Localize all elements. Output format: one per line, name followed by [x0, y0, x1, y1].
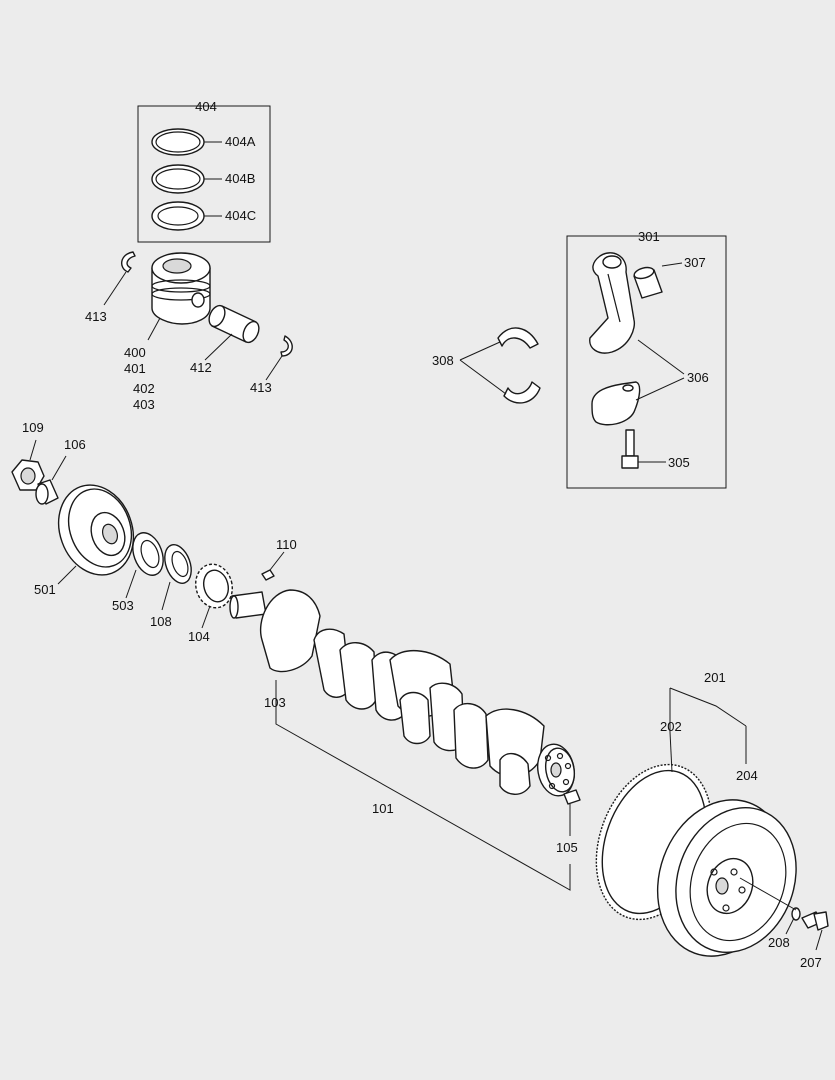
callout-413-left: 413 [85, 309, 107, 324]
connecting-rod-box [566, 235, 727, 489]
callout-404: 404 [195, 99, 217, 114]
callout-501: 501 [34, 582, 56, 597]
callout-305: 305 [668, 455, 690, 470]
bearing-shell-upper [497, 327, 539, 349]
flywheel-bolt [801, 911, 829, 951]
callout-412: 412 [190, 360, 212, 375]
flywheel-washer [785, 907, 801, 935]
callout-204: 204 [736, 768, 758, 783]
callout-109: 109 [22, 420, 44, 435]
crank-web-10 [499, 753, 531, 795]
connecting-rod [589, 252, 636, 354]
flywheel-assembly: 201 202 204 208 207 [595, 670, 829, 970]
front-end-parts: 109 106 501 503 108 104 110 [11, 420, 297, 644]
crank-web-8 [453, 703, 489, 769]
callout-103: 103 [264, 695, 286, 710]
bearing-shells: 308 [432, 327, 541, 404]
connecting-rod-group: 301 307 306 305 [566, 229, 727, 489]
callout-404B: 404B [225, 171, 255, 186]
callout-404A: 404A [225, 134, 256, 149]
crank-gear [195, 563, 233, 629]
crankshaft: 103 101 105 [229, 589, 581, 891]
circlip-right [280, 335, 293, 357]
piston [151, 267, 211, 325]
leader-201 [669, 687, 747, 764]
callout-202: 202 [660, 719, 682, 734]
callout-108: 108 [150, 614, 172, 629]
ring-404A [151, 128, 222, 156]
callout-306: 306 [687, 370, 709, 385]
callout-308: 308 [432, 353, 454, 368]
callout-301: 301 [638, 229, 660, 244]
callout-208: 208 [768, 935, 790, 950]
callout-105: 105 [556, 840, 578, 855]
circlip-left [121, 251, 136, 273]
callout-413-right: 413 [250, 380, 272, 395]
dowel-pin [563, 789, 581, 836]
crank-nut [11, 439, 45, 491]
callout-403: 403 [133, 397, 155, 412]
crank-pulley [57, 484, 135, 585]
bearing-shell-lower [503, 381, 541, 404]
small-end-bush [633, 262, 683, 299]
callout-503: 503 [112, 598, 134, 613]
ring-404B [151, 164, 222, 194]
piston-ring-group: 404 404A 404B 404C [137, 99, 271, 243]
callout-207: 207 [800, 955, 822, 970]
crank-web-1 [260, 589, 321, 673]
callout-401: 401 [124, 361, 146, 376]
callout-104: 104 [188, 629, 210, 644]
ring-404C [151, 201, 222, 231]
front-seal [125, 532, 164, 599]
crank-web-3 [339, 642, 377, 710]
callout-307: 307 [684, 255, 706, 270]
leader-101 [275, 680, 571, 891]
rod-cap [591, 381, 641, 426]
callout-201: 201 [704, 670, 726, 685]
callout-400: 400 [124, 345, 146, 360]
callout-402: 402 [133, 381, 155, 396]
flywheel [656, 799, 797, 957]
callout-404C: 404C [225, 208, 256, 223]
callout-106: 106 [64, 437, 86, 452]
callout-101: 101 [372, 801, 394, 816]
crank-web-6 [399, 691, 431, 745]
piston-ring-box [137, 105, 271, 243]
piston-assembly: 413 400 401 402 403 412 413 [85, 251, 293, 412]
callout-110: 110 [276, 537, 297, 552]
crank-washer [35, 455, 67, 505]
crankshaft-flange [537, 743, 576, 797]
spacer-ring [161, 544, 192, 611]
rod-bolt [621, 429, 666, 469]
woodruff-key [261, 551, 285, 581]
piston-pin [204, 304, 260, 361]
